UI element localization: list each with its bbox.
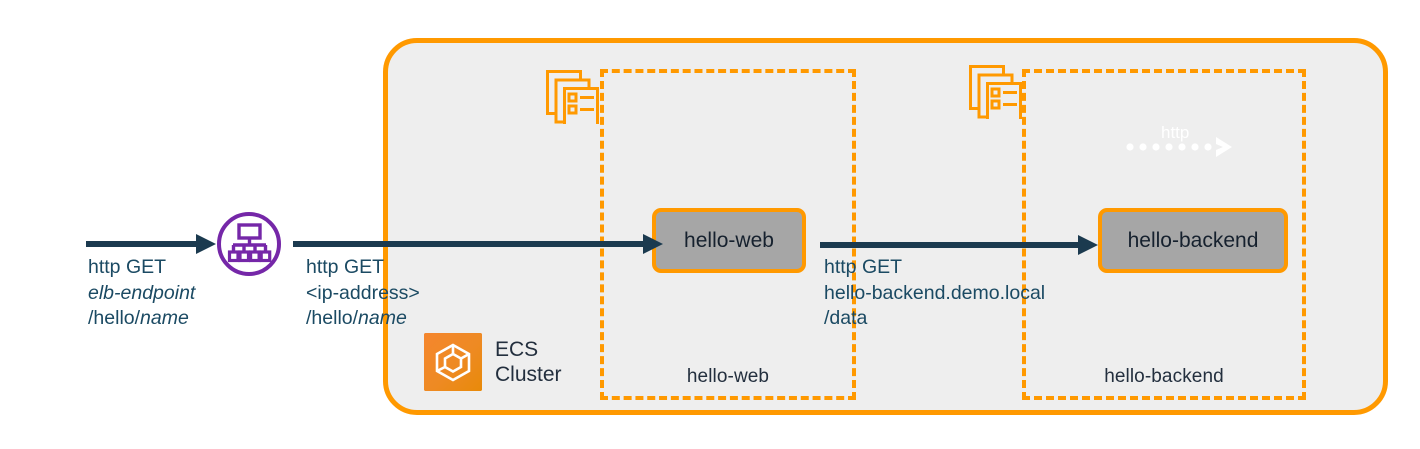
task-box-hello-backend: hello-backend — [1098, 208, 1288, 273]
task-box-label-hello-web: hello-web — [684, 228, 774, 252]
annotation-client-line3: /hello/name — [88, 306, 195, 332]
annotation-client-line3-prefix: /hello/ — [88, 307, 141, 329]
ecs-cluster-legend: ECS Cluster — [424, 333, 562, 391]
annotation-elb-line3-param: name — [358, 307, 407, 329]
ghost-http-arrow-icon: http — [1126, 123, 1232, 157]
annotation-web-line1: http GET — [824, 256, 903, 278]
arrow-client-to-loadbalancer — [86, 234, 216, 254]
annotation-client-request: http GET elb-endpoint /hello/name — [88, 255, 195, 332]
task-box-hello-web: hello-web — [652, 208, 806, 273]
ecs-cluster-label: ECS Cluster — [495, 338, 562, 386]
service-boundary-hello-backend: hello-backend — [1022, 69, 1306, 400]
arrow-loadbalancer-to-hello-web — [293, 234, 663, 254]
annotation-client-line3-param: name — [140, 307, 189, 329]
annotation-elb-line1: http GET — [306, 256, 385, 278]
annotation-web-line2: hello-backend.demo.local — [824, 281, 1046, 304]
service-boundary-label-hello-backend: hello-backend — [1104, 366, 1224, 387]
elastic-load-balancer-icon — [217, 212, 281, 276]
annotation-elb-line3: /hello/name — [306, 306, 420, 332]
svg-text:http: http — [1161, 123, 1189, 142]
annotation-elb-line3-prefix: /hello/ — [306, 307, 359, 329]
task-box-label-hello-backend: hello-backend — [1127, 228, 1259, 252]
annotation-backend-request: http GET hello-backend.demo.local /data — [824, 255, 1045, 332]
arrow-hello-web-to-hello-backend — [820, 235, 1098, 255]
annotation-client-line2: elb-endpoint — [88, 281, 196, 304]
service-boundary-hello-web: hello-web — [600, 69, 856, 400]
annotation-elb-line2: <ip-address> — [306, 281, 420, 304]
service-boundary-label-hello-web: hello-web — [686, 366, 770, 387]
ecs-service-icon-hello-web — [546, 70, 599, 124]
annotation-loadbalancer-request: http GET <ip-address> /hello/name — [306, 255, 420, 332]
annotation-client-line1: http GET — [88, 256, 167, 278]
ecs-cluster-icon — [424, 333, 482, 391]
ecs-service-icon-hello-backend — [969, 65, 1022, 119]
annotation-web-line3: /data — [824, 307, 868, 329]
